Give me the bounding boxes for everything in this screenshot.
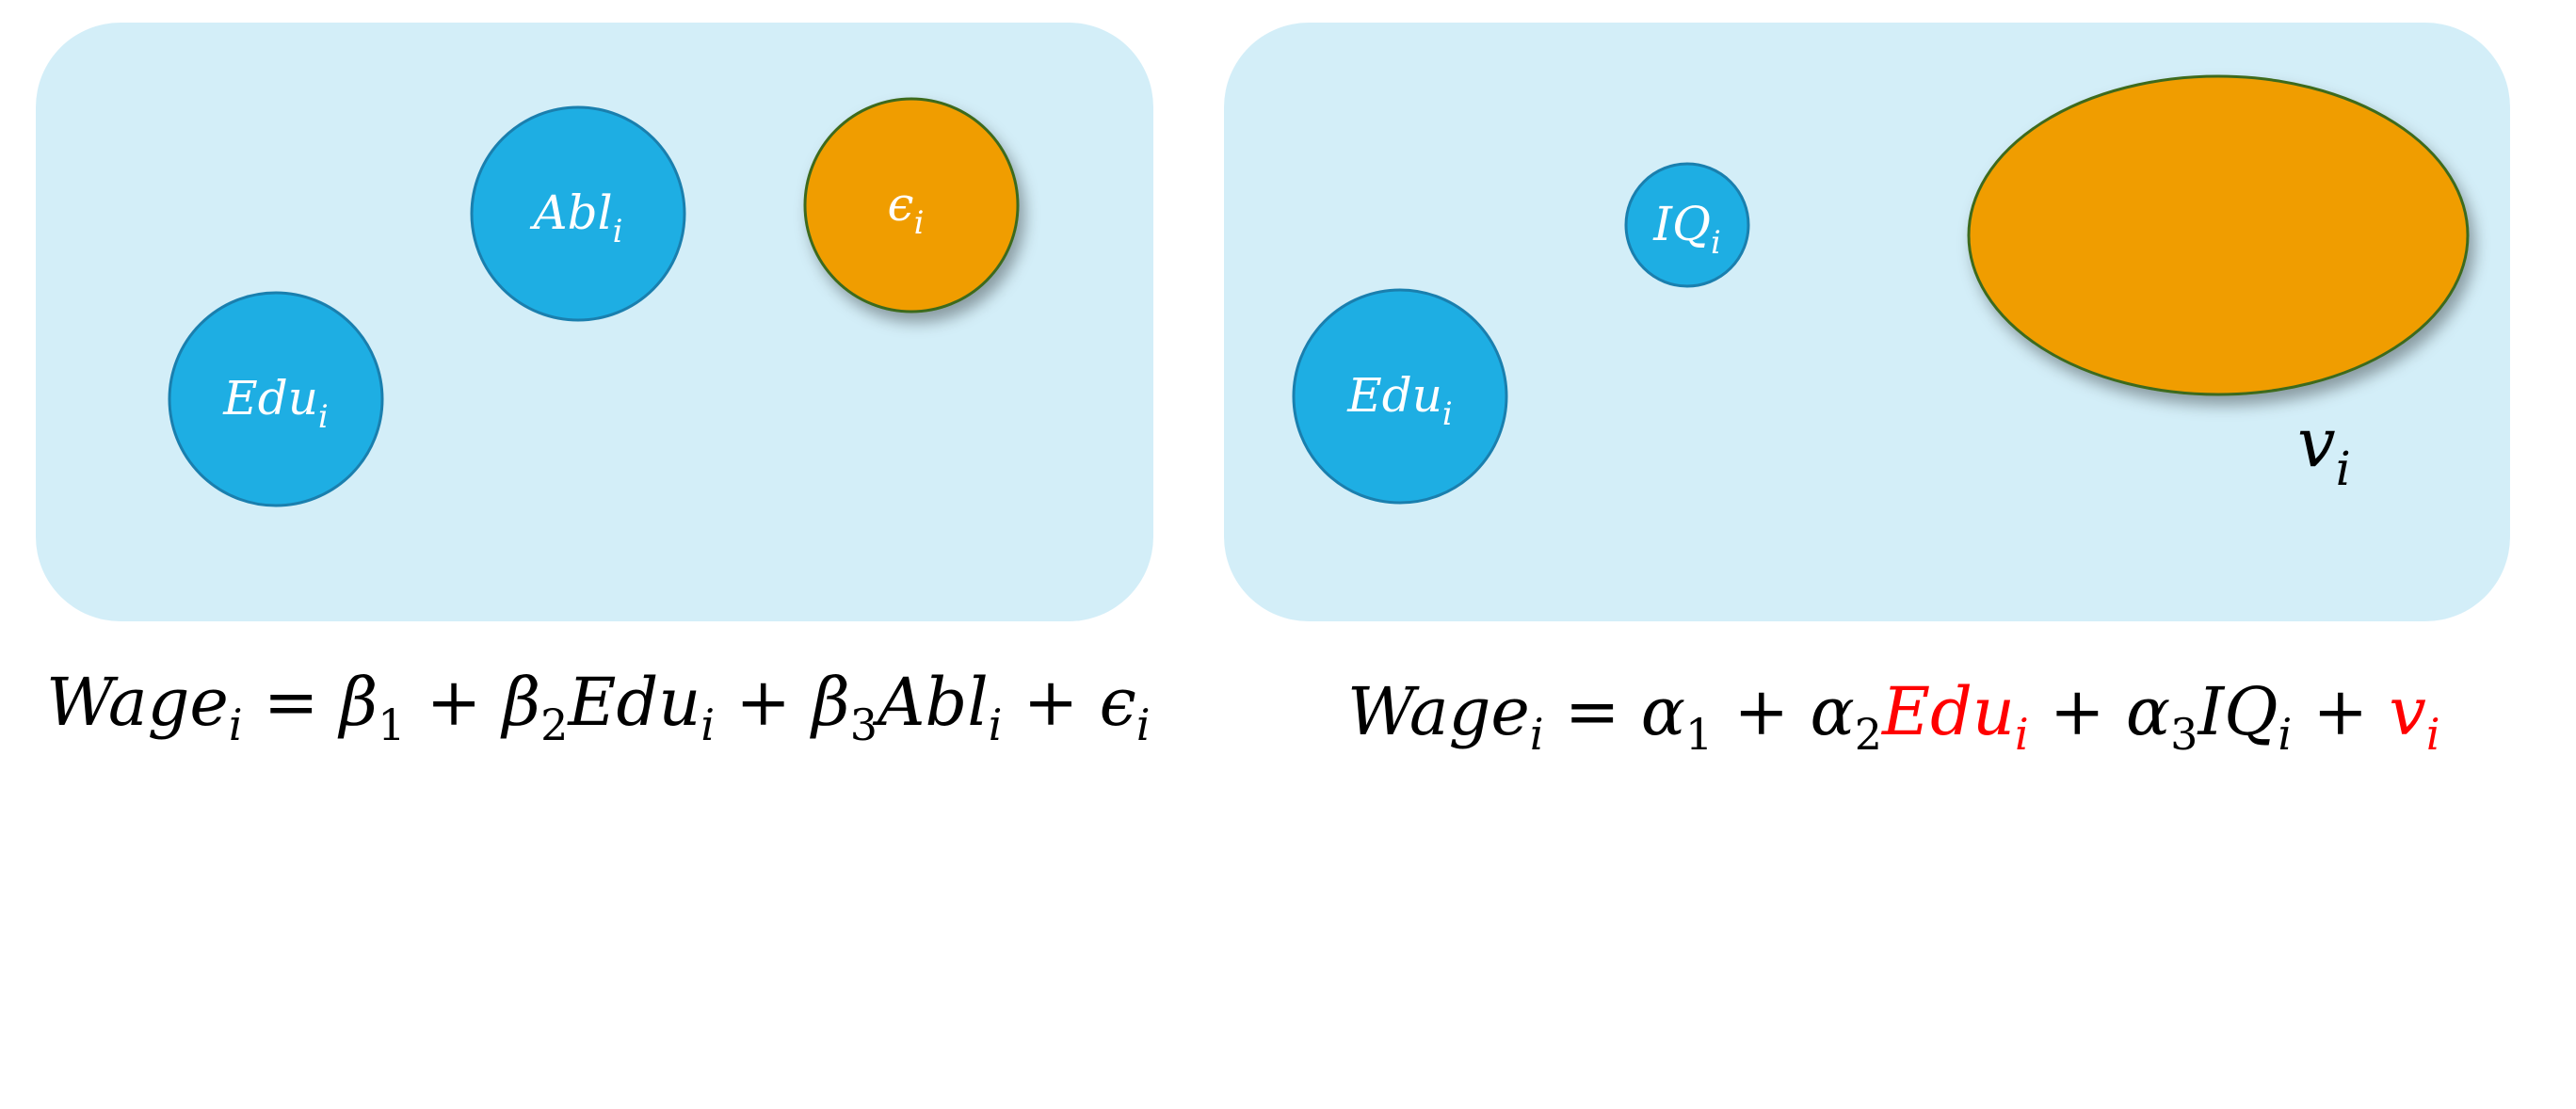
eq-equals: = xyxy=(243,664,340,741)
eq-edu-highlighted: Edu xyxy=(1880,673,2015,750)
eq-plus: + xyxy=(2292,673,2389,750)
abl-subscript: i xyxy=(613,213,623,250)
eq-subscript: i xyxy=(229,699,243,750)
edu-subscript: i xyxy=(1442,395,1453,433)
svg-text:IQi: IQi xyxy=(1652,197,1721,262)
eq-subscript: i xyxy=(989,699,1003,750)
iq-subscript: i xyxy=(1711,224,1721,262)
eq-v-highlighted: v xyxy=(2389,673,2426,750)
epsilon-subscript: i xyxy=(914,204,925,242)
edu-label: Edu xyxy=(1346,368,1442,423)
eq-subscript: 3 xyxy=(2170,709,2198,760)
eq-subscript: i xyxy=(1530,709,1544,760)
eq-wage: Wage xyxy=(46,664,229,741)
eq-beta1: β xyxy=(337,664,378,741)
svg-text:Abli: Abli xyxy=(530,185,623,250)
eq-plus: + xyxy=(715,664,812,741)
equation-left: Wagei = β1 + β2Edui + β3Abli + ϵi xyxy=(46,664,1151,750)
equation-right: Wagei = α1 + α2Edui + α3IQi + vi xyxy=(1347,673,2440,760)
left-panel: Edui Abli ϵi xyxy=(36,23,1153,621)
eq-subscript: 2 xyxy=(540,699,568,750)
eq-subscript: i xyxy=(1136,699,1151,750)
edu-label: Edu xyxy=(222,371,318,426)
ability-circle: Abli xyxy=(470,105,686,322)
eq-plus: + xyxy=(1002,664,1099,741)
epsilon-label: ϵ xyxy=(888,177,914,232)
eq-beta3: β xyxy=(809,664,849,741)
svg-text:Edui: Edui xyxy=(222,371,329,436)
abl-label: Abl xyxy=(530,185,613,240)
eq-epsilon: ϵ xyxy=(1100,664,1136,741)
v-subscript: i xyxy=(2336,442,2351,496)
edu-circle-right: Edui xyxy=(1292,288,1508,505)
eq-equals: = xyxy=(1544,673,1641,750)
eq-subscript: i xyxy=(700,699,715,750)
eq-wage: Wage xyxy=(1347,673,1530,750)
eq-edu: Edu xyxy=(566,664,700,741)
eq-alpha1: α xyxy=(1641,673,1685,750)
eq-alpha3: α xyxy=(2126,673,2170,750)
iq-label: IQ xyxy=(1652,197,1711,251)
eq-plus: + xyxy=(405,664,502,741)
iq-circle: IQi xyxy=(1624,162,1750,288)
eq-subscript: 1 xyxy=(1685,709,1713,760)
eq-subscript: 2 xyxy=(1855,709,1882,760)
eq-iq: IQ xyxy=(2196,673,2278,750)
error-circle-left: ϵi xyxy=(803,97,1020,313)
eq-subscript: i xyxy=(2278,709,2292,760)
eq-alpha2: α xyxy=(1810,673,1854,750)
edu-subscript: i xyxy=(318,398,329,436)
right-panel: Edui IQi vi xyxy=(1224,23,2510,621)
eq-subscript-highlighted: i xyxy=(2015,709,2029,760)
svg-text:ϵi: ϵi xyxy=(888,177,925,242)
eq-beta2: β xyxy=(500,664,540,741)
svg-text:Edui: Edui xyxy=(1346,368,1453,433)
edu-circle-left: Edui xyxy=(168,291,384,507)
eq-subscript: 1 xyxy=(378,699,405,750)
eq-subscript: 3 xyxy=(850,699,877,750)
v-error-label: vi xyxy=(2297,403,2351,496)
eq-plus: + xyxy=(2029,673,2126,750)
eq-abl: Abl xyxy=(872,664,989,741)
v-label: v xyxy=(2297,403,2336,482)
eq-subscript-highlighted: i xyxy=(2426,709,2440,760)
eq-plus: + xyxy=(1713,673,1810,750)
error-ellipse-right xyxy=(1967,74,2470,396)
